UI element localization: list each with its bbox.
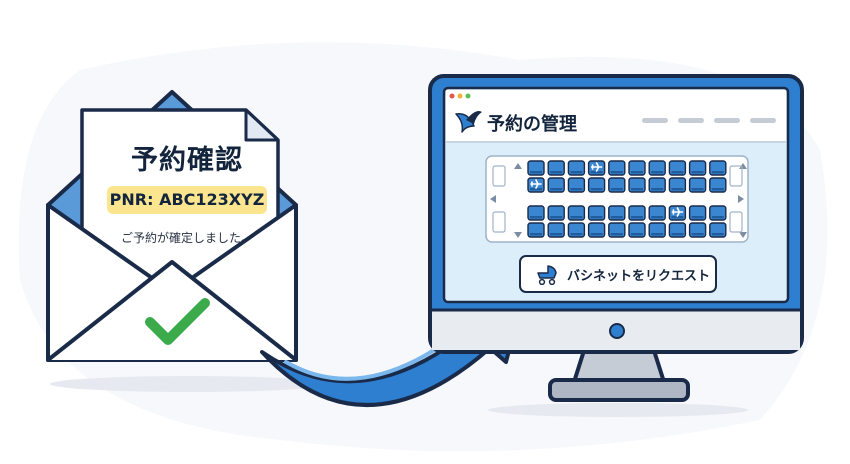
email-envelope [46,90,298,362]
seat[interactable] [709,205,727,221]
window-close-dot[interactable] [449,93,455,99]
seat[interactable] [709,222,727,238]
seat-map-fuselage-marks [490,163,747,238]
seat[interactable] [527,177,545,193]
nav-placeholder-2[interactable] [678,118,704,123]
seat[interactable] [648,205,666,221]
seat[interactable] [628,160,646,176]
window-maximize-dot[interactable] [465,93,471,99]
seat[interactable] [608,205,626,221]
seat[interactable] [547,205,565,221]
seat[interactable] [567,205,586,221]
request-bassinet-label: バシネットをリクエスト [567,268,711,284]
monitor-shadow [488,403,748,417]
seat[interactable] [527,222,545,238]
seat[interactable] [587,205,606,221]
seat[interactable] [709,177,727,193]
envelope-bottom-fold [46,260,298,362]
confirmation-message: ご予約が確定しました。 [120,231,253,245]
app-header [446,90,786,142]
seat[interactable] [688,222,707,238]
seat[interactable] [587,222,606,238]
seat[interactable] [608,160,626,176]
seat[interactable] [628,177,646,193]
nav-placeholder-3[interactable] [714,118,740,123]
seat[interactable] [709,160,727,176]
stroller-icon [537,265,557,285]
seat[interactable] [608,177,626,193]
nav-placeholder-1[interactable] [642,118,668,123]
seat[interactable] [567,222,586,238]
seat[interactable] [527,205,545,221]
check-icon [145,298,210,345]
seat[interactable] [587,177,606,193]
seat-grid [527,160,727,238]
request-bassinet-button[interactable]: バシネットをリクエスト [519,255,717,293]
seat[interactable] [628,222,646,238]
seat[interactable] [648,160,666,176]
seat[interactable] [648,177,666,193]
seat[interactable] [547,160,565,176]
pnr-code: PNR: ABC123XYZ [107,186,267,214]
envelope-shadow [50,376,330,392]
nav-placeholder-4[interactable] [750,118,776,123]
app-title: 予約の管理 [487,114,577,135]
seat[interactable] [668,177,687,193]
bird-logo-icon [455,111,482,133]
power-button-icon [609,323,625,339]
seat[interactable] [668,222,687,238]
seat[interactable] [608,222,626,238]
seat[interactable] [668,205,687,221]
letter-folded-corner [244,108,280,142]
seat[interactable] [547,177,565,193]
seat[interactable] [527,160,545,176]
monitor-stand-base [548,378,690,402]
seat[interactable] [567,177,586,193]
airplane-icon [530,179,542,189]
seat[interactable] [648,222,666,238]
seat[interactable] [587,160,606,176]
window-minimize-dot[interactable] [457,93,463,99]
seat[interactable] [628,205,646,221]
airplane-icon [590,162,603,172]
computer-monitor [428,74,804,402]
seat[interactable] [688,205,707,221]
confirmation-title: 予約確認 [131,145,243,176]
seat[interactable] [668,160,687,176]
seat[interactable] [688,160,707,176]
seat[interactable] [567,160,586,176]
seat[interactable] [547,222,565,238]
seat[interactable] [688,177,707,193]
airplane-icon [671,207,684,217]
